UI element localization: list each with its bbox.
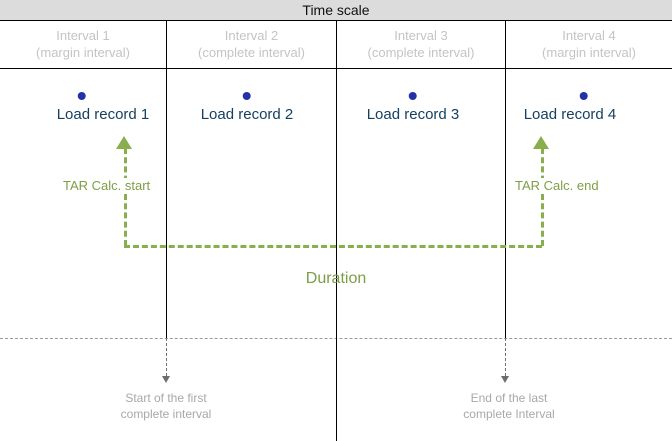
- duration-end-stem: [541, 148, 544, 246]
- load-record-dot-icon: [242, 92, 251, 100]
- interval-header-2: Interval 2 (complete interval): [167, 20, 336, 68]
- time-scale-title-band: Time scale: [0, 0, 672, 20]
- load-record-1-label: Load record 1: [56, 106, 150, 123]
- interval-header-4-subtitle: (margin interval): [542, 45, 636, 60]
- first-complete-interval-callout: Start of the first complete interval: [121, 390, 212, 422]
- interval-divider-3: [505, 20, 506, 338]
- last-complete-interval-callout: End of the last complete Interval: [463, 390, 554, 422]
- interval-header-4: Interval 4 (margin interval): [506, 20, 672, 68]
- last-complete-interval-callout-line2: complete Interval: [463, 407, 555, 421]
- load-record-4-label: Load record 4: [523, 106, 617, 123]
- interval-divider-2: [336, 20, 337, 441]
- page-title: Time scale: [302, 2, 370, 18]
- last-complete-interval-leader-line: [505, 338, 506, 376]
- first-complete-interval-leader-line: [166, 338, 167, 376]
- load-record-2: Load record 2: [200, 92, 294, 123]
- load-record-dot-icon: [579, 92, 588, 100]
- duration-start-stem: [124, 148, 127, 246]
- duration-end-arrow-icon: [533, 136, 549, 149]
- tar-calc-start-label: TAR Calc. start: [60, 178, 154, 193]
- interval-header-2-subtitle: (complete interval): [198, 45, 305, 60]
- last-complete-interval-callout-line1: End of the last: [470, 391, 548, 405]
- load-record-2-label: Load record 2: [200, 106, 294, 123]
- interval-header-4-name: Interval 4: [562, 28, 616, 43]
- load-record-3-label: Load record 3: [366, 106, 460, 123]
- load-record-1: Load record 1: [56, 92, 150, 123]
- load-record-3: Load record 3: [366, 92, 460, 123]
- duration-start-arrow-icon: [116, 136, 132, 149]
- interval-header-3-subtitle: (complete interval): [367, 45, 475, 60]
- interval-header-3: Interval 3 (complete interval): [337, 20, 505, 68]
- interval-header-2-name: Interval 2: [224, 28, 279, 43]
- first-complete-interval-callout-line1: Start of the first: [125, 391, 207, 405]
- interval-divider-1: [166, 20, 167, 338]
- interval-header-1-subtitle: (margin interval): [36, 45, 130, 60]
- tar-calc-end-label: TAR Calc. end: [512, 178, 602, 193]
- load-record-dot-icon: [408, 92, 417, 100]
- last-complete-interval-arrow-icon: [501, 376, 509, 383]
- interval-header-3-name: Interval 3: [394, 28, 448, 43]
- load-record-dot-icon: [77, 92, 86, 100]
- duration-label: Duration: [305, 270, 367, 287]
- load-record-4: Load record 4: [523, 92, 617, 123]
- interval-header-1: Interval 1 (margin interval): [0, 20, 166, 68]
- duration-span-line: [124, 245, 542, 248]
- interval-header-1-name: Interval 1: [56, 28, 110, 43]
- first-complete-interval-callout-line2: complete interval: [120, 407, 212, 421]
- first-complete-interval-arrow-icon: [162, 376, 170, 383]
